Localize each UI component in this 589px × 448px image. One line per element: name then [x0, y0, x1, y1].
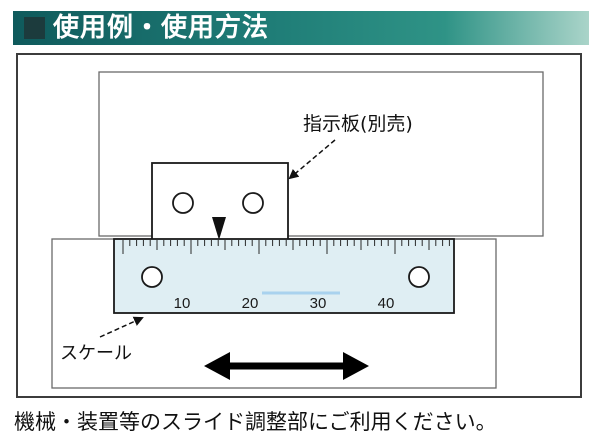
scale-number-10: 10: [174, 295, 191, 312]
header-marker: [24, 17, 45, 39]
scale-screw-hole-left: [141, 266, 163, 288]
scale-ticks: [122, 240, 450, 254]
scale-label: スケール: [60, 343, 132, 364]
indicator-screw-hole-left: [172, 192, 194, 214]
scale-number-30: 30: [310, 295, 327, 312]
section-header: 使用例・使用方法: [13, 11, 589, 45]
indicator-screw-hole-right: [242, 192, 264, 214]
scale-number-40: 40: [378, 295, 395, 312]
scale-number-20: 20: [242, 295, 259, 312]
indicator-leader-line: [288, 139, 336, 180]
page-title: 使用例・使用方法: [53, 13, 270, 43]
scale-screw-hole-right: [408, 266, 430, 288]
indicator-plate-label: 指示板(別売): [303, 113, 413, 135]
scale-bar: [113, 238, 455, 314]
usage-caption: 機械・装置等のスライド調整部にご利用ください。: [14, 410, 497, 434]
slide-direction-arrow-icon: [204, 352, 369, 380]
pointer-triangle: [212, 217, 226, 240]
